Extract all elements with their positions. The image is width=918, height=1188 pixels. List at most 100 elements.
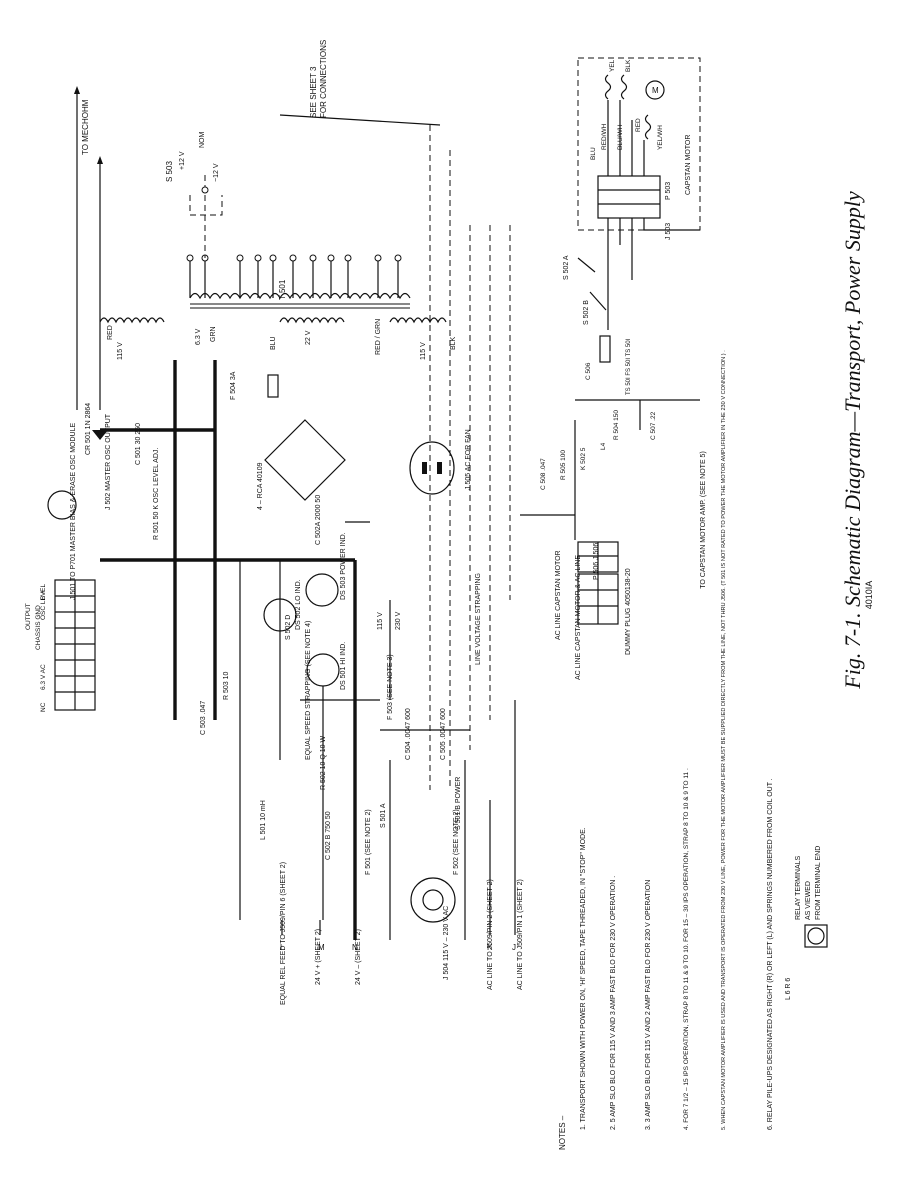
plus12-label: +12 V <box>179 151 186 170</box>
f501-label: F 501 (SEE NOTE 2) <box>365 809 372 875</box>
minus12-label: −12 V <box>213 163 220 182</box>
page-code: 4010IA <box>864 581 874 610</box>
to-capstan-amp-label: TO CAPSTAN MOTOR AMP. (SEE NOTE 5) <box>700 451 707 589</box>
c501-label: C 501 30 250 <box>135 423 142 465</box>
external-connections: EQUAL REL FEED TO J509/PIN 6 (SHEET 2) 2… <box>280 700 524 1005</box>
c503-label: C 503 .047 <box>200 701 207 735</box>
blk-lead: BLK <box>450 336 457 350</box>
relay-caption-3: FROM TERMINAL END <box>815 846 822 920</box>
winding-voltages: 115 V 22 V 6.3 V 115 V RED BLU GRN RED /… <box>107 319 457 360</box>
s501a-label: S 501 A <box>380 803 387 828</box>
v22-winding: 22 V <box>305 330 312 345</box>
s501b-label: S 501 B POWER <box>455 777 462 830</box>
see-sheet3-label: SEE SHEET 3 <box>309 66 318 118</box>
note-6: 6. RELAY PILE-UPS DESIGNATED AS RIGHT (R… <box>767 778 774 1130</box>
line-input-section: F 503 (SEE NOTE 3) C 504 .0047 600 C 505… <box>365 573 482 980</box>
v230-strap-label: 230 V <box>395 611 402 630</box>
p506-label: P 506 J 506 <box>593 543 600 580</box>
bridge-rectifier <box>264 419 346 501</box>
tap-terminals <box>186 254 402 262</box>
r505-label: R 505 100 <box>560 450 567 480</box>
c502a-label: C 502A 2000 50 <box>315 495 322 545</box>
red-lead: RED <box>107 325 114 340</box>
t501-label: T 501 <box>278 279 287 300</box>
p503-label: P 503 <box>665 182 672 200</box>
j502-label: J 502 MASTER OSC OUTPUT <box>105 413 112 510</box>
dummy-plug-label: DUMMY PLUG 4050138-20 <box>625 568 632 655</box>
relay-caption-1: RELAY TERMINALS <box>795 855 802 920</box>
mark-k: K <box>487 943 493 952</box>
p506-j506: P 506 J 506 AC LINE CAPSTAN MOTOR AC LIN… <box>555 541 632 680</box>
c506-label: C 506 <box>585 362 592 380</box>
c506-values: TS 50I FS 50I TS 50I <box>626 338 632 395</box>
ds501-label: DS 501 HI IND. <box>340 642 347 690</box>
note-2: 2. 5 AMP SLO BLO FOR 115 V AND 3 AMP FAS… <box>610 876 617 1130</box>
red-motor-lead: RED <box>635 118 642 132</box>
bridge-label: 4 – RCA 40109 <box>257 462 264 510</box>
k502-label: K 502 5 <box>580 447 587 470</box>
ds503-label: DS 503 POWER IND. <box>340 532 347 600</box>
nom-label: NOM <box>199 132 206 149</box>
transformer-t501: T 501 115 V 22 V 6.3 V 115 V RED BLU GRN… <box>99 254 457 360</box>
j504-socket <box>410 877 456 923</box>
s502d-label: S 502 D <box>285 615 292 640</box>
note-4: 4. FOR 7 1/2 – 15 IPS OPERATION, STRAP 8… <box>683 768 690 1130</box>
ds502-label: DS 502 LO IND. <box>295 579 302 630</box>
fan-socket-j505 <box>409 441 455 495</box>
j505-label: J 505 AC FOR FAN <box>465 429 472 490</box>
capstan-motor-box: CAPSTAN MOTOR M YEL BLK RED/WH BLU/WH YE… <box>577 57 701 330</box>
l4-label: L4 <box>600 442 607 450</box>
s502a-label: S 502 A <box>563 255 570 280</box>
relay-caption-2: AS VIEWED <box>805 881 812 920</box>
r504-label: R 504 150 <box>613 410 620 440</box>
f502-label: F 502 (SEE NOTE 2) <box>453 809 460 875</box>
equal-speed-label: EQUAL SPEED STRAPPING (SEE NOTE 4) <box>305 621 312 760</box>
nc-label: NC <box>40 702 47 712</box>
ac-line-capstan-label: AC LINE CAPSTAN MOTOR <box>555 550 562 640</box>
r501-label: R 501 50 K OSC LEVEL ADJ. <box>153 448 160 540</box>
j504-label: J 504 115 V – 230 V AC <box>443 906 450 980</box>
r503-label: R 503 10 <box>223 671 230 700</box>
f504-label: F 504 3A <box>230 371 237 400</box>
output-label: OUTPUT <box>25 603 32 630</box>
v24minus-label: 24 V – (SHEET 2) <box>355 929 362 985</box>
connector-p503 <box>597 175 661 219</box>
line-voltage-label: LINE VOLTAGE STRAPPING <box>475 573 482 665</box>
c507-label: C 507 .22 <box>650 411 657 440</box>
j503-label: J 503 <box>665 223 672 240</box>
s503-label: S 503 <box>165 161 174 182</box>
mark-m: M <box>318 943 325 952</box>
note-3: 3. 3 AMP SLO BLO FOR 115 V AND 2 AMP FAS… <box>645 880 652 1130</box>
equal-rel-feed-label: EQUAL REL FEED TO J509/PIN 6 (SHEET 2) <box>280 862 287 1005</box>
note-5: 5. WHEN CAPSTAN MOTOR AMPLIFIER IS USED … <box>721 350 727 1130</box>
to-mechohm-label: TO MECHOHM <box>81 99 90 155</box>
blu-motor-lead: BLU <box>590 147 597 160</box>
cr501-label: CR 501 1N 2864 <box>85 403 92 455</box>
yel-wh-lead: YEL/WH <box>657 125 664 150</box>
ac-line-j-label: AC LINE TO J509/PIN 1 (SHEET 2) <box>517 879 524 990</box>
notes-heading: NOTES – <box>558 1115 567 1150</box>
rectifier-section: F 504 3A 4 – RCA 40109 C 502A 2000 50 J … <box>25 360 472 720</box>
l501-label: L 501 10 mH <box>260 800 267 840</box>
blk-motor-lead: BLK <box>625 59 632 72</box>
grn-lead: GRN <box>210 326 217 342</box>
blu-lead: BLU <box>270 336 277 350</box>
v63-winding: 6.3 V <box>195 328 202 345</box>
s502b-label: S 502 B <box>583 300 590 325</box>
notes-block: NOTES – 1. TRANSPORT SHOWN WITH POWER ON… <box>558 350 828 1150</box>
note-1: 1. TRANSPORT SHOWN WITH POWER ON, 'HI' S… <box>580 827 587 1130</box>
top-labels: TO MECHOHM SEE SHEET 3 FOR CONNECTIONS S… <box>74 40 511 790</box>
mark-l: L <box>280 943 285 952</box>
mark-n: N <box>352 943 358 952</box>
svg-text:M: M <box>652 86 659 95</box>
chassis-gnd-label: CHASSIS GND <box>35 605 42 650</box>
ac-line-capstan2-label: AC LINE CAPSTAN MOTOR & AC LINE <box>575 555 582 680</box>
c508-label: C 508 .047 <box>540 458 547 490</box>
ac63-label: 6.3 V AC <box>40 664 47 690</box>
red-grn-lead: RED / GRN <box>375 319 382 355</box>
c502b-label: C 502 B 750 50 <box>325 811 332 860</box>
c505-label: C 505 .0047 600 <box>440 708 447 760</box>
j501-label: J 501 TO P701 MASTER BIAS & ERASE OSC MO… <box>70 423 77 600</box>
yel-lead: YEL <box>609 59 616 72</box>
